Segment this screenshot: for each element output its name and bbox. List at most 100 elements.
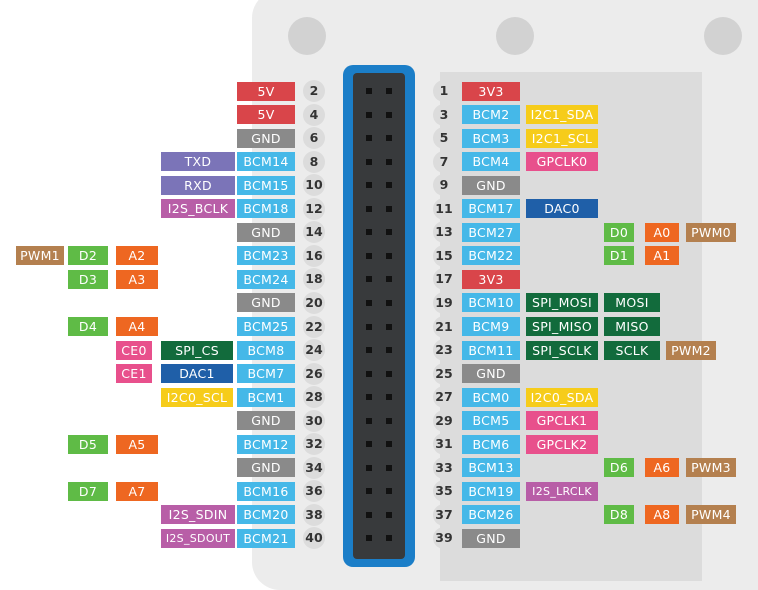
mounting-hole <box>288 17 326 55</box>
pin-36-label-digital: D7 <box>68 481 108 501</box>
pin-27-label-i2c: I2C0_SDA <box>526 387 598 407</box>
pin-1-label-power3: 3V3 <box>462 81 520 101</box>
pin-21-label-spi: SPI_MISO <box>526 317 598 336</box>
pin-35-label-i2s: I2S_LRCLK <box>526 481 598 501</box>
pin-11 <box>366 205 372 212</box>
pin-number-34: 34 <box>303 456 325 479</box>
pin-number-3: 3 <box>433 103 455 126</box>
pin-4-label-power5: 5V <box>237 105 295 125</box>
pin-26-label-ce: CE1 <box>116 364 152 384</box>
pin-23-label-bcm: BCM11 <box>462 340 520 360</box>
pin-6-label-ground: GND <box>237 128 295 148</box>
pin-35 <box>366 488 372 495</box>
pin-40-label-bcm: BCM21 <box>237 528 295 548</box>
pin-32-label-bcm: BCM12 <box>237 434 295 454</box>
pin-number-2: 2 <box>303 80 325 102</box>
pin-20 <box>386 299 392 306</box>
pin-21 <box>366 323 372 330</box>
pin-23-label-spi: SPI_SCLK <box>526 340 598 360</box>
pin-33-label-pwm: PWM3 <box>686 458 736 478</box>
pin-number-13: 13 <box>433 221 455 244</box>
pin-23-label-pwm: PWM2 <box>666 340 716 360</box>
pin-31-label-bcm: BCM6 <box>462 434 520 454</box>
pin-18-label-bcm: BCM24 <box>237 269 295 289</box>
pin-5-label-bcm: BCM3 <box>462 128 520 148</box>
pin-16-label-digital: D2 <box>68 246 108 266</box>
pin-number-40: 40 <box>303 527 325 550</box>
pin-31 <box>366 441 372 448</box>
pin-number-12: 12 <box>303 197 325 220</box>
pin-24 <box>386 347 392 354</box>
pin-5 <box>366 135 372 142</box>
pin-6 <box>386 135 392 142</box>
pin-15-label-digital: D1 <box>604 246 634 266</box>
pin-number-16: 16 <box>303 244 325 267</box>
pin-number-20: 20 <box>303 291 325 314</box>
pin-8-label-uart: TXD <box>161 152 235 172</box>
pin-number-27: 27 <box>433 386 455 409</box>
pin-number-36: 36 <box>303 480 325 503</box>
pin-14-label-ground: GND <box>237 222 295 242</box>
pin-7-label-gpclk: GPCLK0 <box>526 152 598 172</box>
pin-number-39: 39 <box>433 527 455 550</box>
pin-38-label-i2s: I2S_SDIN <box>161 505 235 525</box>
pin-16 <box>386 252 392 259</box>
pin-13 <box>366 229 372 236</box>
pin-12 <box>386 205 392 212</box>
pin-number-22: 22 <box>303 315 325 338</box>
pin-number-25: 25 <box>433 362 455 385</box>
pin-number-18: 18 <box>303 268 325 291</box>
mounting-hole <box>496 17 534 55</box>
mounting-hole <box>704 17 742 55</box>
pin-31-label-gpclk: GPCLK2 <box>526 434 598 454</box>
pin-number-17: 17 <box>433 268 455 291</box>
pin-number-1: 1 <box>433 80 455 102</box>
pin-13-label-pwm: PWM0 <box>686 222 736 242</box>
pin-14 <box>386 229 392 236</box>
pin-32-label-analog: A5 <box>116 434 158 454</box>
pin-33-label-analog: A6 <box>645 458 679 478</box>
pin-17-label-power3: 3V3 <box>462 269 520 289</box>
pin-13-label-analog: A0 <box>645 222 679 242</box>
pin-7 <box>366 158 372 165</box>
pin-number-38: 38 <box>303 503 325 526</box>
pin-8-label-bcm: BCM14 <box>237 152 295 172</box>
pin-2-label-power5: 5V <box>237 81 295 101</box>
pin-28-label-bcm: BCM1 <box>237 387 295 407</box>
pin-36-label-analog: A7 <box>116 481 158 501</box>
pin-19-label-spi: MOSI <box>604 293 660 313</box>
pin-26 <box>386 370 392 377</box>
pin-number-33: 33 <box>433 456 455 479</box>
pin-30 <box>386 417 392 424</box>
pin-11-label-bcm: BCM17 <box>462 199 520 219</box>
pin-26-label-bcm: BCM7 <box>237 364 295 384</box>
pin-23-label-spi: SCLK <box>604 340 660 360</box>
pin-32 <box>386 441 392 448</box>
pin-37-label-analog: A8 <box>645 505 679 525</box>
pin-33-label-digital: D6 <box>604 458 634 478</box>
pin-26-label-dac: DAC1 <box>161 364 233 384</box>
pin-16-label-pwm: PWM1 <box>16 246 64 266</box>
pin-number-10: 10 <box>303 174 325 197</box>
pin-36 <box>386 488 392 495</box>
pin-number-28: 28 <box>303 386 325 409</box>
pin-13-label-bcm: BCM27 <box>462 222 520 242</box>
pin-15-label-analog: A1 <box>645 246 679 266</box>
pin-3-label-i2c: I2C1_SDA <box>526 105 598 125</box>
pin-10 <box>386 182 392 189</box>
pin-16-label-bcm: BCM23 <box>237 246 295 266</box>
pin-12-label-i2s: I2S_BCLK <box>161 199 235 219</box>
pin-25-label-ground: GND <box>462 364 520 384</box>
pin-9-label-ground: GND <box>462 175 520 195</box>
pin-number-31: 31 <box>433 433 455 456</box>
pin-20-label-ground: GND <box>237 293 295 313</box>
pin-22-label-bcm: BCM25 <box>237 317 295 336</box>
pin-number-15: 15 <box>433 244 455 267</box>
pin-12-label-bcm: BCM18 <box>237 199 295 219</box>
pin-34 <box>386 464 392 471</box>
pin-37-label-bcm: BCM26 <box>462 505 520 525</box>
pin-24-label-bcm: BCM8 <box>237 340 295 360</box>
pin-9 <box>366 182 372 189</box>
pin-number-7: 7 <box>433 150 455 173</box>
pin-34-label-ground: GND <box>237 458 295 478</box>
